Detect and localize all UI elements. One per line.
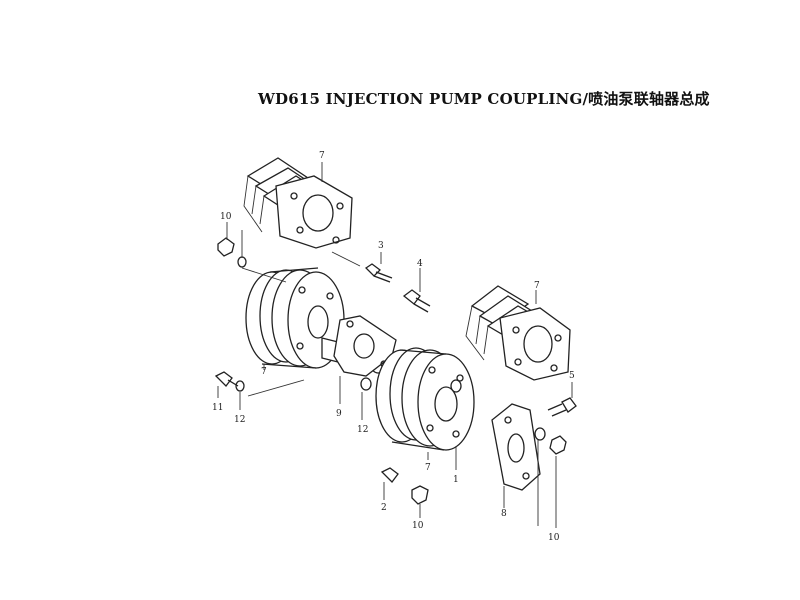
bolt-4 xyxy=(402,289,431,313)
bolt-5 xyxy=(547,397,577,417)
leader-lines xyxy=(217,162,573,528)
callout-7-right-hub: 7 xyxy=(425,463,431,473)
nut-10-bottom xyxy=(411,485,429,505)
clamp-plate xyxy=(491,403,541,491)
washer-12-center xyxy=(360,377,372,391)
nut-10-upper-left xyxy=(217,237,247,268)
callout-12-left-washer: 12 xyxy=(234,415,245,425)
callout-9-shaft: 9 xyxy=(336,409,342,419)
callout-12-center-washer: 12 xyxy=(357,425,368,435)
diagram-title: WD615 INJECTION PUMP COUPLING/喷油泵联轴器总成 xyxy=(258,90,710,108)
callout-11-bolt: 11 xyxy=(212,403,223,413)
callout-4-bolt: 4 xyxy=(417,259,423,269)
callout-10-bottom-nut: 10 xyxy=(412,521,424,531)
shaft-assembly xyxy=(321,315,397,377)
callout-1-hub: 1 xyxy=(453,475,459,485)
callout-7-upper-shim: 7 xyxy=(319,151,325,161)
callout-10-upper-nut: 10 xyxy=(220,212,232,222)
bolt-3 xyxy=(364,263,393,283)
flange-hub-right xyxy=(375,347,475,451)
callout-10-right-nut: 10 xyxy=(548,533,560,543)
callout-5-bolt: 5 xyxy=(569,371,575,381)
callout-7-right-shim: 7 xyxy=(534,281,540,291)
washer-12-left xyxy=(235,380,245,392)
callout-3-bolt: 3 xyxy=(378,241,384,251)
shim-stack-upper-left xyxy=(243,157,353,249)
callout-2-bolt: 2 xyxy=(381,503,387,513)
flange-hub-upper-left xyxy=(245,267,345,369)
bolt-2 xyxy=(380,467,399,483)
nut-10-right xyxy=(534,427,567,455)
callout-7-left-hub: 7 xyxy=(261,367,267,377)
bolt-11 xyxy=(214,371,239,387)
callout-8-clamp-plate: 8 xyxy=(501,509,507,519)
shim-stack-right xyxy=(465,285,571,381)
